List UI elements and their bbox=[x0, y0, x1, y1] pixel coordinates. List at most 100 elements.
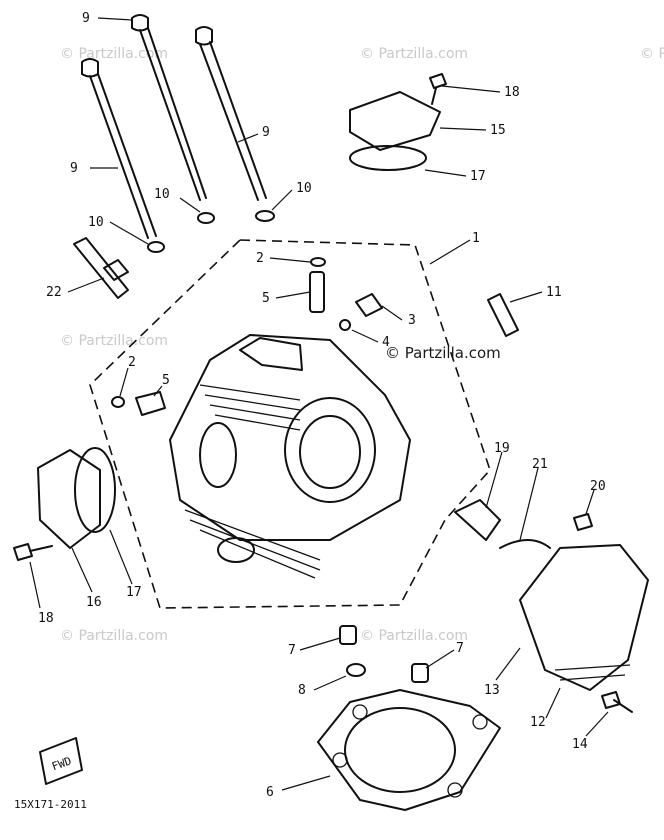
bolt-14 bbox=[601, 691, 633, 713]
callout-9: 9 bbox=[262, 125, 270, 140]
bolt-3-washer-4 bbox=[339, 293, 383, 331]
cam-cover-13 bbox=[519, 544, 649, 691]
head-gasket-6 bbox=[317, 689, 501, 811]
gasket-12 bbox=[554, 664, 631, 681]
tappet-cover-side bbox=[13, 447, 116, 561]
valve-guide-2 bbox=[135, 391, 166, 416]
clip-1 bbox=[310, 257, 326, 267]
cylinder-head bbox=[169, 334, 411, 579]
cylinder-head-body bbox=[169, 334, 411, 541]
gasket-hole-4 bbox=[447, 782, 463, 798]
watermarks: © Partzilla.com © Partzilla.com © Partzi… bbox=[60, 46, 664, 644]
dowel-pin-7b bbox=[411, 663, 429, 683]
watermark-6: © Partzilla.com bbox=[60, 628, 168, 644]
callout-1: 1 bbox=[472, 231, 480, 246]
o-ring-17-side bbox=[74, 447, 116, 533]
intake-port bbox=[199, 422, 237, 488]
exhaust-port bbox=[284, 397, 376, 503]
callout-10: 10 bbox=[88, 215, 104, 230]
valve-guide-1 bbox=[309, 271, 325, 313]
spark-plug-hex bbox=[103, 259, 129, 281]
lower-boss bbox=[217, 537, 255, 563]
bolt-20 bbox=[573, 513, 593, 531]
bracket-19 bbox=[454, 499, 501, 541]
callout-16: 16 bbox=[86, 595, 102, 610]
stud-bolts bbox=[81, 14, 267, 239]
callout-3: 3 bbox=[408, 313, 416, 328]
watermark-2: © Partzilla.com bbox=[360, 46, 468, 62]
bolt-3 bbox=[355, 293, 383, 317]
tappet-cover-top bbox=[349, 73, 447, 171]
callout-18: 18 bbox=[504, 85, 520, 100]
fwd-label: FWD bbox=[50, 754, 73, 773]
fwd-arrow-box bbox=[39, 737, 83, 785]
callout-9: 9 bbox=[82, 11, 90, 26]
o-ring-17-top bbox=[349, 145, 427, 171]
clip-2 bbox=[111, 396, 125, 408]
cam-housing bbox=[239, 337, 303, 371]
cooling-fins-bottom bbox=[184, 509, 321, 579]
callout-19: 19 bbox=[494, 441, 510, 456]
dowel-pins bbox=[339, 625, 429, 683]
callout-15: 15 bbox=[490, 123, 506, 138]
callout-2: 2 bbox=[256, 251, 264, 266]
callout-4: 4 bbox=[382, 335, 390, 350]
washer-2 bbox=[255, 210, 275, 222]
watermark-3: © Partzilla.com bbox=[640, 46, 664, 62]
watermark-1: © Partzilla.com bbox=[60, 46, 168, 62]
callout-20: 20 bbox=[590, 479, 606, 494]
callout-17: 17 bbox=[126, 585, 142, 600]
hose-21 bbox=[499, 539, 551, 549]
stud-bolt-shaft-2 bbox=[199, 41, 267, 201]
tappet-cover-15 bbox=[349, 91, 441, 151]
callout-8: 8 bbox=[298, 683, 306, 698]
callout-5: 5 bbox=[162, 373, 170, 388]
tappet-cover-16 bbox=[37, 449, 101, 549]
screw-18-side bbox=[13, 543, 53, 561]
seal-8 bbox=[346, 663, 366, 677]
watermark-5: © Partzilla.com bbox=[385, 344, 501, 362]
exhaust-port-inner bbox=[299, 415, 361, 489]
callout-13: 13 bbox=[484, 683, 500, 698]
head-gasket-bore bbox=[344, 707, 456, 793]
gasket-hole-1 bbox=[352, 704, 368, 720]
washer-4 bbox=[339, 319, 351, 331]
spark-plug-body bbox=[73, 237, 129, 299]
watermark-4: © Partzilla.com bbox=[60, 333, 168, 349]
callout-5: 5 bbox=[262, 291, 270, 306]
callout-10: 10 bbox=[296, 181, 312, 196]
leader-lines bbox=[29, 17, 609, 791]
washer-1 bbox=[197, 212, 215, 224]
washer-3 bbox=[147, 241, 165, 253]
stud-bolt-cap-1 bbox=[131, 14, 149, 32]
callout-14: 14 bbox=[572, 737, 588, 752]
callout-9: 9 bbox=[70, 161, 78, 176]
callout-7: 7 bbox=[288, 643, 296, 658]
callout-17: 17 bbox=[470, 169, 486, 184]
dowel-pin-7a bbox=[339, 625, 357, 645]
stud-bolt-shaft-3 bbox=[89, 73, 157, 239]
gasket-hole-3 bbox=[332, 752, 348, 768]
cooling-fins-top bbox=[199, 384, 301, 431]
head-gasket bbox=[317, 689, 501, 811]
washers bbox=[147, 210, 275, 253]
callout-12: 12 bbox=[530, 715, 546, 730]
screw-18-top bbox=[429, 73, 447, 105]
watermark-7: © Partzilla.com bbox=[360, 628, 468, 644]
gasket-hole-2 bbox=[472, 714, 488, 730]
cylinder-head-assembly-outline bbox=[89, 239, 491, 609]
drawing-code: 15X171-2011 bbox=[14, 798, 87, 811]
callout-2: 2 bbox=[128, 355, 136, 370]
callout-21: 21 bbox=[532, 457, 548, 472]
callout-10: 10 bbox=[154, 187, 170, 202]
callouts: 9 9 9 18 15 17 10 10 10 1 2 5 3 4 11 22 … bbox=[38, 11, 606, 800]
callout-11: 11 bbox=[546, 285, 562, 300]
stud-bolt-shaft-1 bbox=[139, 27, 207, 201]
callout-7: 7 bbox=[456, 641, 464, 656]
fwd-indicator: FWD bbox=[39, 737, 83, 785]
bolt-11 bbox=[487, 293, 519, 337]
callout-18: 18 bbox=[38, 611, 54, 626]
cam-cover bbox=[454, 499, 649, 713]
callout-22: 22 bbox=[46, 285, 62, 300]
